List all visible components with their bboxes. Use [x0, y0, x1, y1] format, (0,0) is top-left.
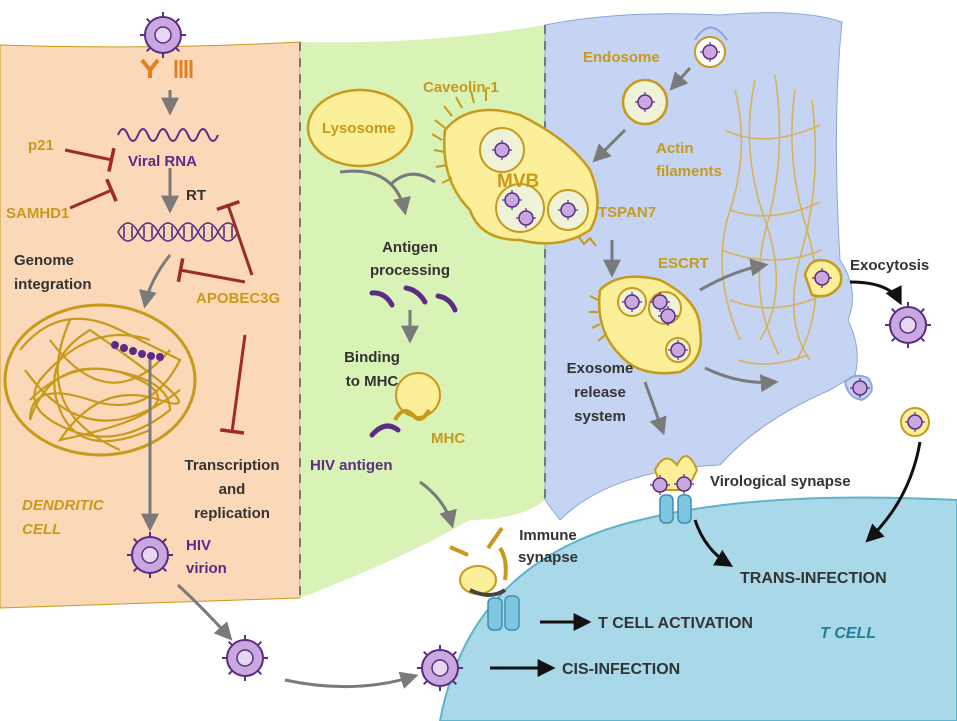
antigen-processing-label-2: processing — [370, 262, 450, 279]
binding-mhc-label-2: to MHC — [346, 373, 399, 390]
exocytosed-virion-icon — [884, 301, 932, 349]
t-cell-activation-label: T CELL ACTIVATION — [598, 615, 753, 632]
nucleus-chromatin-icon — [3, 303, 197, 457]
exosome-release-label-2: release — [574, 384, 626, 401]
antigen-processing-label-1: Antigen — [382, 239, 438, 256]
trans-infection-label: TRANS-INFECTION — [740, 570, 887, 587]
viral-rna-icon — [117, 128, 219, 142]
exocytosis-label: Exocytosis — [850, 257, 929, 274]
transcription-label-1: Transcription — [184, 457, 279, 474]
t-cell-label: T CELL — [820, 625, 876, 642]
antigen-fragments-icon — [369, 285, 458, 313]
caveolin-spikes — [431, 89, 487, 184]
t-cell-region — [438, 496, 957, 721]
dna-helix-icon — [117, 222, 239, 242]
genome-integration-label-1: Genome — [14, 252, 74, 269]
caveolin-label: Caveolin-1 — [423, 79, 499, 96]
actin-label-2: filaments — [656, 163, 722, 180]
dendritic-cell-label-2: CELL — [22, 521, 61, 538]
p21-label: p21 — [28, 137, 54, 154]
actin-filaments-icon — [721, 74, 826, 365]
viral-rna-label: Viral RNA — [128, 153, 197, 170]
immune-synapse-label-1: Immune — [519, 527, 577, 544]
dendritic-cell-label-1: DENDRITIC — [22, 497, 105, 514]
hiv-virion-label-1: HIV — [186, 537, 211, 554]
mhc-label: MHC — [431, 430, 465, 447]
endosome-label: Endosome — [583, 49, 660, 66]
rt-label: RT — [186, 187, 206, 204]
escrt-label: ESCRT — [658, 255, 709, 272]
receptor-icon — [140, 58, 160, 78]
lysosome-content — [306, 88, 599, 631]
integrated-provirus-icon — [111, 341, 164, 361]
lysosome-label: Lysosome — [322, 120, 396, 137]
released-virion-icon — [221, 634, 269, 682]
mhc-icon — [369, 372, 441, 438]
dendritic-content — [3, 11, 464, 692]
virological-synapse-complex-icon — [649, 455, 699, 524]
apobec3g-label: APOBEC3G — [196, 290, 280, 307]
lysosome-icon — [306, 88, 414, 168]
cis-virion-icon — [416, 644, 464, 692]
exosome-release-label-3: system — [574, 408, 626, 425]
actin-label-1: Actin — [656, 140, 694, 157]
cis-infection-label: CIS-INFECTION — [562, 661, 680, 678]
mvb-label: MVB — [497, 171, 539, 192]
incoming-virion-icon — [139, 11, 187, 59]
immune-synapse-label-2: synapse — [518, 549, 578, 566]
hiv-virion-icon — [126, 531, 174, 579]
exosome-release-label-1: Exosome — [567, 360, 634, 377]
immune-synapse-complex-icon — [449, 526, 520, 631]
transcription-label-2: and — [219, 481, 246, 498]
samhd1-label: SAMHD1 — [6, 205, 69, 222]
coreceptor-icon — [174, 60, 193, 78]
tspan7-label: TSPAN7 — [598, 204, 656, 221]
hiv-virion-label-2: virion — [186, 560, 227, 577]
genome-integration-label-2: integration — [14, 276, 92, 293]
exosome-content — [589, 26, 932, 567]
binding-mhc-label-1: Binding — [344, 349, 400, 366]
transcription-label-3: replication — [194, 505, 270, 522]
hiv-antigen-label: HIV antigen — [310, 457, 393, 474]
virological-synapse-label: Virological synapse — [710, 473, 851, 490]
